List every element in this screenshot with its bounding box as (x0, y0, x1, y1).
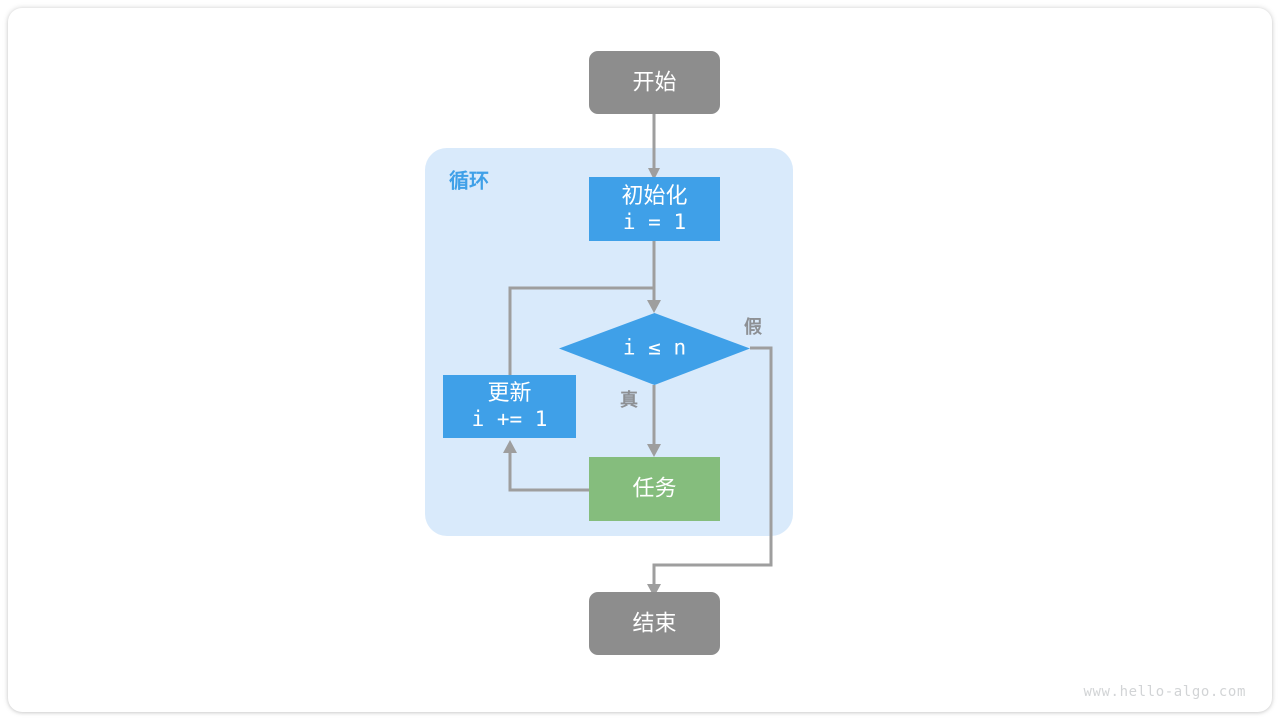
edge-label-true: 真 (620, 389, 638, 410)
node-condition[interactable]: i ≤ n (559, 313, 750, 385)
node-init[interactable]: 初始化 i = 1 (589, 177, 720, 241)
edge-label-false: 假 (744, 316, 763, 337)
arrow-head-condition-false-to-end (647, 584, 661, 597)
node-update-label-line2: i += 1 (472, 407, 548, 431)
edge-task-to-update (508, 449, 589, 492)
arrow-head-condition-to-task (647, 444, 661, 457)
loop-group-label: 循环 (449, 168, 489, 192)
node-task[interactable]: 任务 (589, 457, 720, 521)
node-condition-label: i ≤ n (623, 336, 686, 360)
node-start[interactable]: 开始 (589, 51, 720, 114)
node-init-label-line2: i = 1 (623, 210, 686, 234)
edge-condition-false-to-end (652, 346, 773, 589)
arrow-head-start-to-init (648, 168, 660, 180)
node-end-label: 结束 (632, 610, 676, 635)
node-end[interactable]: 结束 (589, 592, 720, 655)
node-start-label: 开始 (632, 69, 676, 94)
watermark: www.hello-algo.com (1083, 684, 1246, 700)
arrow-head-task-to-update (503, 440, 517, 453)
node-update[interactable]: 更新 i += 1 (443, 375, 576, 438)
node-init-label-line1: 初始化 (621, 183, 687, 208)
node-task-label: 任务 (632, 475, 676, 500)
node-update-label-line1: 更新 (487, 380, 531, 405)
edge-update-to-condition (508, 286, 656, 375)
arrow-head-init-to-condition (647, 300, 661, 313)
